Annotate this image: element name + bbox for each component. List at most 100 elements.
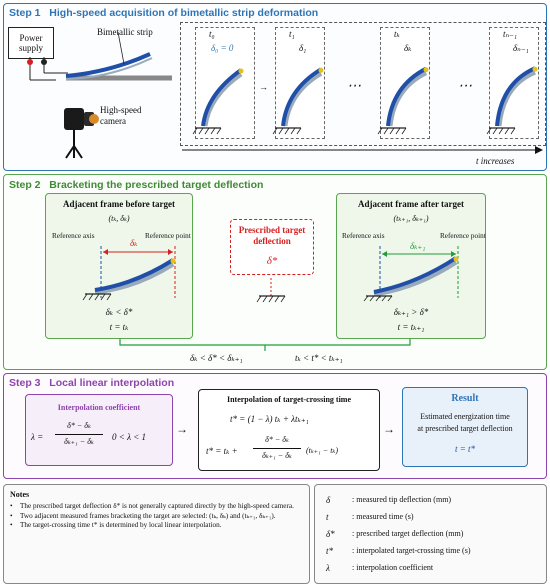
power-supply-label: Power supply — [18, 33, 43, 53]
coefficient-den: δₖ₊₁ − δₖ — [64, 437, 94, 446]
interpolation-eq2-rhs: (tₖ₊₁ − tₖ) — [306, 446, 339, 455]
after-ref-point: Reference point — [440, 232, 486, 240]
interpolation-title: Interpolation of target-crossing time — [226, 395, 352, 404]
inequality-time: tₖ < t* < tₖ₊₁ — [295, 353, 343, 363]
ellipsis-2: ⋯ — [458, 79, 472, 94]
note-item-3: •The target-crossing time t* is determin… — [10, 521, 222, 529]
legend-symbol: t — [326, 511, 329, 522]
camera-icon — [64, 108, 99, 159]
frame-deflection-label: δ₀ = 0 — [211, 43, 234, 53]
result-line-2: at prescribed target deflection — [417, 424, 513, 433]
coefficient-lhs: λ = — [31, 432, 44, 442]
result-line-1: Estimated energization time — [420, 412, 510, 421]
target-title: Prescribed target deflection — [238, 225, 306, 246]
frame-strip-drawing — [486, 66, 538, 135]
legend-box — [314, 484, 547, 584]
arrow-to-result: → — [383, 422, 395, 436]
step3-heading: Local linear interpolation — [49, 377, 175, 389]
target-symbol: δ* — [266, 255, 278, 267]
coefficient-title: Interpolation coefficient — [57, 403, 141, 412]
power-wiring — [27, 31, 172, 81]
notes-title: Notes — [10, 490, 30, 499]
frame-strip-drawing — [377, 66, 429, 135]
step3-title: Step 3 Local linear interpolation — [9, 377, 174, 389]
step1-heading: High-speed acquisition of bimetallic str… — [49, 7, 319, 19]
power-supply-box: Power supply — [8, 27, 54, 59]
frames-area — [180, 22, 546, 146]
legend-symbol: t* — [326, 545, 334, 556]
legend-description: : interpolated target-crossing time (s) — [352, 546, 471, 555]
frame-strip-drawing — [192, 68, 244, 135]
legend-row: t : measured time (s) — [326, 508, 541, 525]
coefficient-box — [25, 394, 173, 466]
target-ground — [256, 278, 286, 303]
before-frame-title: Adjacent frame before target — [62, 199, 176, 209]
legend-description: : measured tip deflection (mm) — [352, 495, 452, 504]
frame-deflection-label: δ₁ — [299, 43, 307, 53]
legend-row: t* : interpolated target-crossing time (s… — [326, 542, 541, 559]
note-item-2: •Two adjacent measured frames bracketing… — [10, 511, 276, 520]
coefficient-fraction-line — [55, 434, 103, 435]
step2-title: Step 2 Bracketing the prescribed target … — [9, 179, 263, 191]
after-cond-1: δₖ₊₁ > δ* — [393, 307, 429, 317]
time-axis-label: t increases — [476, 156, 515, 166]
interpolation-fraction-line — [253, 448, 301, 449]
frame-time-label: t₀ — [209, 29, 215, 39]
step1-title: Step 1 High-speed acquisition of bimetal… — [9, 7, 318, 19]
before-frame-pair: (tₖ, δₖ) — [108, 214, 130, 223]
inequality-delta: δₖ < δ* < δₖ₊₁ — [190, 353, 243, 363]
legend-list: δ : measured tip deflection (mm) t : measur… — [326, 491, 541, 576]
frame-time-label: t₁ — [289, 29, 295, 39]
before-frame-drawing — [82, 246, 176, 301]
legend-row: δ* : prescribed target deflection (mm) — [326, 525, 541, 542]
legend-row: λ : interpolation coefficient — [326, 559, 541, 576]
step2-heading: Bracketing the prescribed target deflect… — [49, 179, 264, 191]
frame-time-label: tₖ — [394, 29, 400, 39]
interpolation-eq1: t* = (1 − λ) tₖ + λtₖ₊₁ — [230, 414, 309, 424]
legend-symbol: δ — [326, 494, 331, 505]
frame-arrow-1: → — [259, 82, 268, 92]
notes-box — [3, 484, 310, 584]
coefficient-range: 0 < λ < 1 — [112, 432, 147, 442]
after-frame-drawing — [363, 246, 459, 302]
after-delta-label: δₖ₊₁ — [410, 241, 426, 251]
after-frame-title: Adjacent frame after target — [357, 199, 465, 209]
legend-description: : interpolation coefficient — [352, 563, 434, 572]
legend-symbol: δ* — [326, 528, 335, 539]
after-frame-box — [336, 193, 486, 339]
legend-symbol: λ — [326, 562, 330, 573]
bimetallic-strip-label: Bimetallic strip — [97, 27, 153, 37]
step2-label: Step 2 — [9, 179, 41, 191]
before-cond-2: t = tₖ — [109, 322, 129, 332]
interpolation-eq2-lhs: t* = tₖ + — [206, 446, 238, 456]
time-axis-arrow — [182, 146, 543, 154]
before-ref-axis: Reference axis — [52, 232, 95, 240]
frame-strip-drawing — [272, 67, 324, 135]
before-delta-label: δₖ — [130, 238, 138, 248]
interpolation-eq2-den: δₖ₊₁ − δₖ — [262, 451, 292, 460]
ellipsis-1: ⋯ — [347, 79, 361, 94]
legend-row: δ : measured tip deflection (mm) — [326, 491, 541, 508]
legend-description: : measured time (s) — [352, 512, 414, 521]
frame-deflection-label: δₖ — [404, 43, 412, 53]
before-ref-point: Reference point — [145, 232, 191, 240]
camera-label: High-speed camera — [100, 105, 142, 126]
result-equation: t = t* — [454, 444, 476, 454]
bracket-connector — [119, 339, 411, 351]
frame-time-label: tₙ₋₁ — [503, 29, 518, 39]
step3-label: Step 3 — [9, 377, 41, 389]
result-box — [402, 387, 528, 467]
interpolation-eq2-num: δ* − δₖ — [265, 435, 289, 444]
step1-label: Step 1 — [9, 7, 41, 19]
target-box — [230, 219, 314, 275]
notes-list: •The prescribed target deflection δ* is … — [10, 502, 302, 531]
coefficient-num: δ* − δₖ — [67, 421, 91, 430]
before-cond-1: δₖ < δ* — [105, 307, 133, 317]
arrow-to-interp: → — [176, 422, 188, 436]
after-frame-pair: (tₖ₊₁, δₖ₊₁) — [393, 214, 429, 223]
after-ref-axis: Reference axis — [342, 232, 385, 240]
legend-description: : prescribed target deflection (mm) — [352, 529, 464, 538]
note-item-1: •The prescribed target deflection δ* is … — [10, 502, 294, 510]
interpolation-box — [198, 389, 380, 471]
frame-deflection-label: δₙ₋₁ — [513, 43, 529, 53]
